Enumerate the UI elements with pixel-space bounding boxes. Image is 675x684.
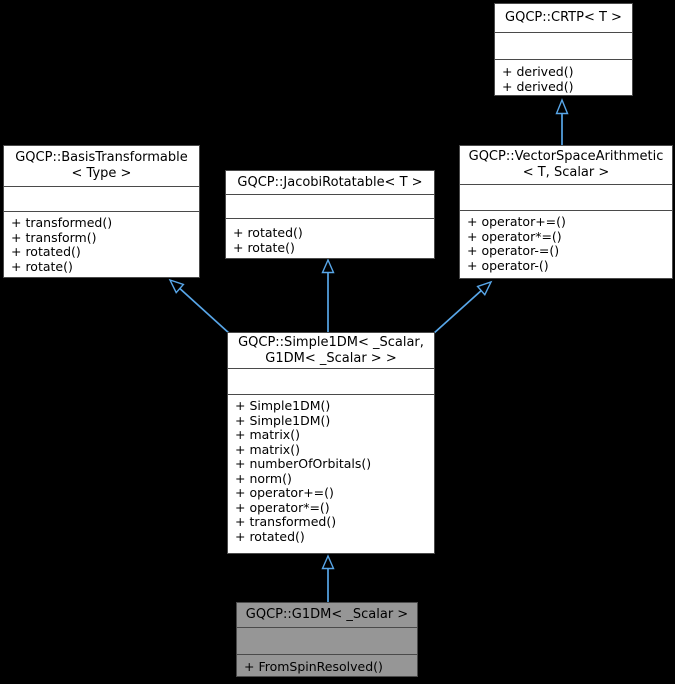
method-label: + operator*=(): [235, 499, 330, 515]
method-label: + operator+=(): [467, 214, 566, 229]
class-methods-compartment: + operator+=()+ operator*=()+ operator-=…: [460, 211, 672, 278]
method-label: + Simple1DM(): [235, 412, 331, 428]
class-title: GQCP::BasisTransformable< Type >: [4, 146, 199, 187]
method-label: + rotate(): [11, 258, 73, 274]
class-node-basis-transformable[interactable]: GQCP::BasisTransformable< Type >+ transf…: [3, 145, 200, 278]
method-label: + derived(): [502, 78, 574, 94]
class-node-simple-1dm[interactable]: GQCP::Simple1DM< _Scalar,G1DM< _Scalar >…: [227, 332, 435, 554]
method-label: + Simple1DM(): [235, 398, 331, 413]
class-attributes-compartment: [460, 185, 672, 211]
class-title-line: GQCP::Simple1DM< _Scalar,: [238, 334, 424, 350]
class-node-vector-space-arithmetic[interactable]: GQCP::VectorSpaceArithmetic< T, Scalar >…: [459, 145, 673, 279]
class-title-line: GQCP::G1DM< _Scalar >: [245, 607, 409, 622]
method-label: + norm(): [235, 470, 292, 486]
method-label: + transformed(): [235, 514, 337, 529]
method-label: + rotated(): [233, 225, 303, 240]
inheritance-arrow-g1dm-to-simple1dm: [321, 554, 335, 602]
class-methods-compartment: + derived()+ derived(): [495, 60, 632, 95]
method-label: + rotated(): [11, 244, 81, 259]
class-attributes-compartment: [495, 33, 632, 60]
method-label: + transform(): [11, 229, 97, 245]
class-methods-compartment: + Simple1DM()+ Simple1DM()+ matrix()+ ma…: [228, 395, 434, 553]
class-title-line: GQCP::CRTP< T >: [505, 10, 622, 25]
class-attributes-compartment: [237, 628, 417, 655]
class-title: GQCP::VectorSpaceArithmetic< T, Scalar >: [460, 146, 672, 185]
method-label: + operator*=(): [467, 228, 562, 244]
method-label: + numberOfOrbitals(): [235, 456, 372, 471]
class-title: GQCP::G1DM< _Scalar >: [237, 603, 417, 628]
method-label: + transformed(): [11, 215, 113, 230]
inheritance-arrow-simple1dm-to-basistransformable: [168, 278, 231, 335]
inheritance-arrow-simple1dm-to-jacobirotatable: [321, 258, 335, 332]
class-title-line: < Type >: [71, 166, 132, 181]
class-methods-compartment: + rotated()+ rotate(): [226, 219, 434, 258]
method-label: + rotated(): [235, 528, 305, 544]
class-node-jacobi-rotatable[interactable]: GQCP::JacobiRotatable< T >+ rotated()+ r…: [225, 170, 435, 259]
method-label: + matrix(): [235, 427, 300, 442]
class-attributes-compartment: [226, 195, 434, 219]
method-label: + derived(): [502, 64, 574, 79]
class-title-line: < T, Scalar >: [522, 165, 610, 180]
inheritance-arrow-vectorspacearithmetic-to-crtp: [555, 98, 569, 145]
method-label: + matrix(): [235, 441, 300, 457]
class-title-line: GQCP::BasisTransformable: [15, 150, 188, 165]
method-label: + operator-=(): [467, 243, 560, 258]
class-title: GQCP::Simple1DM< _Scalar,G1DM< _Scalar >…: [228, 333, 434, 369]
class-methods-compartment: + FromSpinResolved(): [237, 655, 417, 676]
method-label: + FromSpinResolved(): [244, 659, 383, 675]
class-node-g1dm[interactable]: GQCP::G1DM< _Scalar >+ FromSpinResolved(…: [236, 602, 418, 677]
method-label: + rotate(): [233, 239, 295, 255]
class-node-crtp[interactable]: GQCP::CRTP< T >+ derived()+ derived(): [494, 3, 633, 96]
inheritance-arrow-simple1dm-to-vectorspacearithmetic: [432, 280, 493, 335]
method-label: + operator-(): [467, 257, 549, 273]
class-attributes-compartment: [4, 187, 199, 212]
class-title-line: G1DM< _Scalar > >: [265, 350, 397, 366]
method-label: + operator+=(): [235, 485, 334, 500]
class-title-line: GQCP::JacobiRotatable< T >: [237, 174, 423, 190]
class-attributes-compartment: [228, 369, 434, 395]
class-title-line: GQCP::VectorSpaceArithmetic: [468, 149, 664, 164]
class-title: GQCP::CRTP< T >: [495, 4, 632, 33]
class-title: GQCP::JacobiRotatable< T >: [226, 171, 434, 195]
class-methods-compartment: + transformed()+ transform()+ rotated()+…: [4, 212, 199, 277]
